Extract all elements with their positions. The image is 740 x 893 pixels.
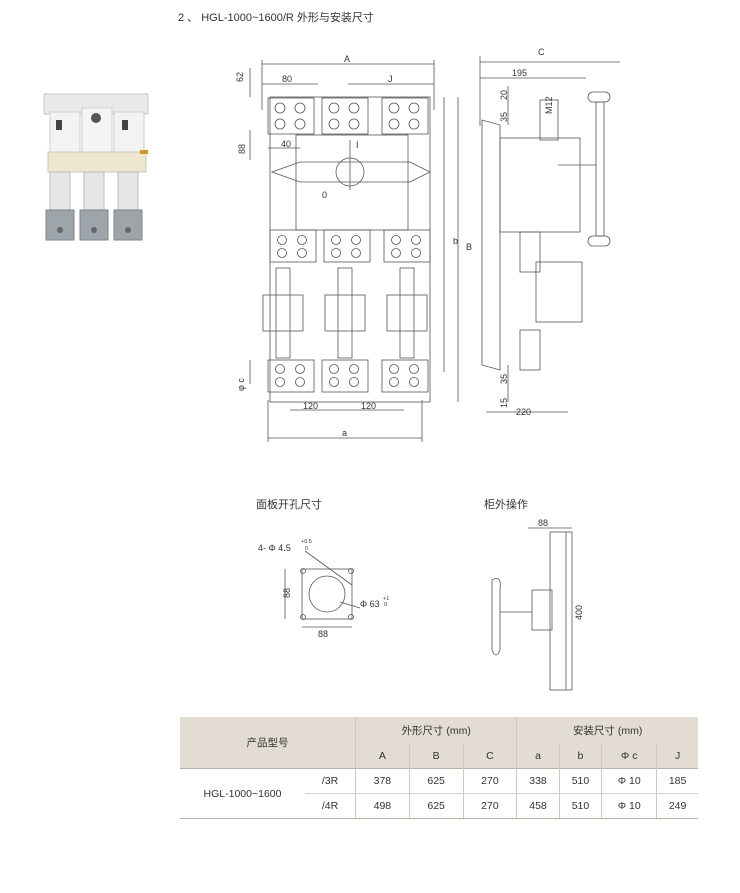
dim-phi-c: φ c — [236, 378, 246, 391]
table-cell: 338 — [516, 768, 560, 794]
fuse-bodies — [262, 267, 428, 359]
dim-a: a — [342, 428, 347, 438]
subheader: B — [408, 744, 464, 769]
table-cell: 378 — [355, 768, 410, 794]
dim-J: J — [388, 74, 393, 84]
center-hole-label: Φ 63 — [360, 599, 380, 609]
table-cell: 270 — [462, 793, 517, 819]
dim-B: B — [466, 242, 472, 252]
table-cell: 249 — [656, 793, 698, 819]
dim-M12: M12 — [544, 96, 554, 114]
cutout-dim-88-h: 88 — [318, 629, 328, 639]
dim-35-top: 35 — [499, 112, 509, 122]
table-cell: Φ 10 — [601, 768, 657, 794]
table-cell: 458 — [516, 793, 560, 819]
dim-80: 80 — [282, 74, 292, 84]
external-operation-drawing — [491, 527, 573, 691]
table-cell: 498 — [355, 793, 410, 819]
table-cell: 510 — [558, 768, 602, 794]
center-tol-plus: +1 — [383, 596, 389, 602]
ext-dim-88: 88 — [538, 518, 548, 528]
top-terminals — [267, 97, 429, 135]
dim-88: 88 — [237, 144, 247, 154]
dim-195: 195 — [512, 68, 527, 78]
position-I: I — [356, 140, 359, 150]
panel-cutout-drawing — [284, 550, 361, 628]
table-cell: 185 — [656, 768, 698, 794]
dim-15: 15 — [499, 398, 509, 408]
ext-dim-400: 400 — [574, 605, 584, 620]
dim-120-right: 120 — [361, 401, 376, 411]
table-cell: 625 — [408, 768, 464, 794]
cutout-dim-88-v: 88 — [282, 588, 292, 598]
pole-cell: /4R — [305, 793, 356, 819]
header-outline-group: 外形尺寸 (mm) — [354, 717, 517, 744]
table-row: HGL-1000~1600 /3R 378 625 270 338 510 Φ … — [180, 768, 698, 819]
center-tol-zero: 0 — [384, 602, 387, 608]
header-model: 产品型号 — [180, 717, 356, 769]
model-cell: HGL-1000~1600 — [180, 768, 305, 819]
dim-20: 20 — [499, 90, 509, 100]
bottom-terminals — [267, 359, 429, 393]
subheader: Φ c — [601, 744, 657, 769]
handle — [270, 161, 431, 183]
dim-A: A — [344, 54, 350, 64]
product-photo — [43, 93, 149, 241]
side-view — [479, 56, 620, 413]
position-0: 0 — [322, 190, 327, 200]
holes-tol-zero: 0 — [305, 546, 308, 552]
table-cell: Φ 10 — [601, 793, 657, 819]
dim-62: 62 — [235, 72, 245, 82]
dim-C: C — [538, 47, 545, 57]
table-cell: 270 — [462, 768, 517, 794]
table-cell: 625 — [408, 793, 464, 819]
dim-40: 40 — [281, 139, 291, 149]
dim-220: 220 — [516, 407, 531, 417]
pole-cell: /3R — [305, 768, 356, 794]
panel-cutout-title: 面板开孔尺寸 — [256, 497, 322, 511]
page-heading: 2 、 HGL-1000~1600/R 外形与安装尺寸 — [178, 12, 374, 24]
table-cell: 510 — [558, 793, 602, 819]
spec-table: 产品型号 外形尺寸 (mm) 安装尺寸 (mm) A B C a b Φ c J… — [180, 717, 698, 819]
subheader: A — [355, 744, 410, 769]
holes-tol-plus: +0.5 — [301, 539, 312, 545]
header-install-group: 安装尺寸 (mm) — [516, 717, 698, 744]
middle-terminals — [269, 229, 431, 263]
subheader: J — [656, 744, 698, 769]
subheader: a — [516, 744, 560, 769]
dim-b: b — [453, 236, 458, 246]
dim-120-left: 120 — [303, 401, 318, 411]
external-op-title: 柜外操作 — [484, 497, 528, 511]
holes-label: 4- Φ 4.5 — [258, 543, 291, 553]
dim-35-bottom: 35 — [499, 374, 509, 384]
subheader: b — [558, 744, 602, 769]
subheader: C — [462, 744, 517, 769]
operator-panel — [295, 134, 409, 231]
front-dimension-lines — [249, 60, 459, 442]
table-row: /4R 498 625 270 458 510 Φ 10 249 — [180, 793, 698, 819]
technical-drawing: A 80 J 62 88 40 I 0 b B φ c 120 120 a C … — [235, 47, 620, 691]
